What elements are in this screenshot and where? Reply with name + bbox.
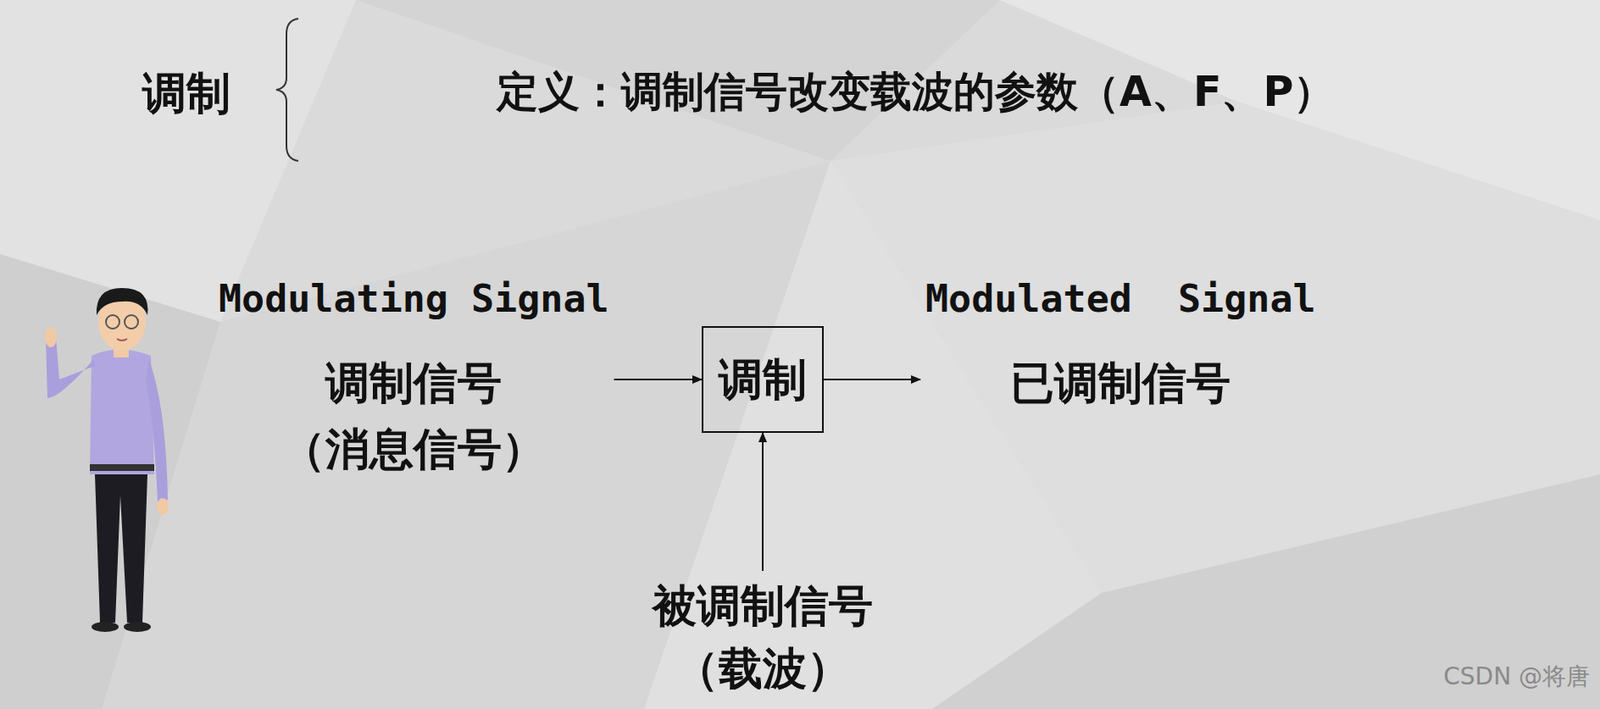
belt xyxy=(89,464,155,472)
shirt xyxy=(89,350,155,476)
hand xyxy=(44,327,57,348)
signal-arrow xyxy=(823,378,921,381)
bg-facet xyxy=(0,254,221,709)
node-text: 被调制信号 xyxy=(652,576,873,636)
signal-group: 被调制信号（载波） xyxy=(652,576,873,699)
mouth xyxy=(116,338,128,341)
glasses xyxy=(105,315,120,329)
process-box: 调制 xyxy=(701,326,824,434)
node-text: （载波） xyxy=(652,638,873,699)
shoe xyxy=(123,622,151,633)
node-text: 已调制信号 xyxy=(925,353,1317,413)
curly-brace xyxy=(276,18,299,162)
glasses xyxy=(124,315,139,329)
lower-arm xyxy=(145,360,168,502)
node-text: 调制信号 xyxy=(218,353,610,413)
bg-facet xyxy=(932,474,1600,709)
hair xyxy=(96,288,149,316)
signal-arrow xyxy=(761,433,764,572)
node-text: 调制 xyxy=(718,350,807,410)
trousers xyxy=(94,474,148,623)
cartoon-man xyxy=(44,288,169,633)
node-text: Modulating Signal xyxy=(218,273,610,325)
node-text: Modulated Signal xyxy=(925,273,1317,325)
signal-group: Modulating Signal 调制信号（消息信号） xyxy=(218,273,610,479)
watermark: CSDN @将唐 xyxy=(1443,661,1590,694)
shoe xyxy=(91,622,119,633)
definition-text: 定义：调制信号改变载波的参数（A、F、P） xyxy=(496,64,1335,121)
node-text: （消息信号） xyxy=(218,419,610,479)
hand xyxy=(156,498,169,516)
signal-group: Modulated Signal 已调制信号 xyxy=(925,273,1317,413)
section-heading: 调制 xyxy=(142,64,231,124)
signal-arrow xyxy=(614,378,702,381)
bg-facet xyxy=(644,161,1102,709)
